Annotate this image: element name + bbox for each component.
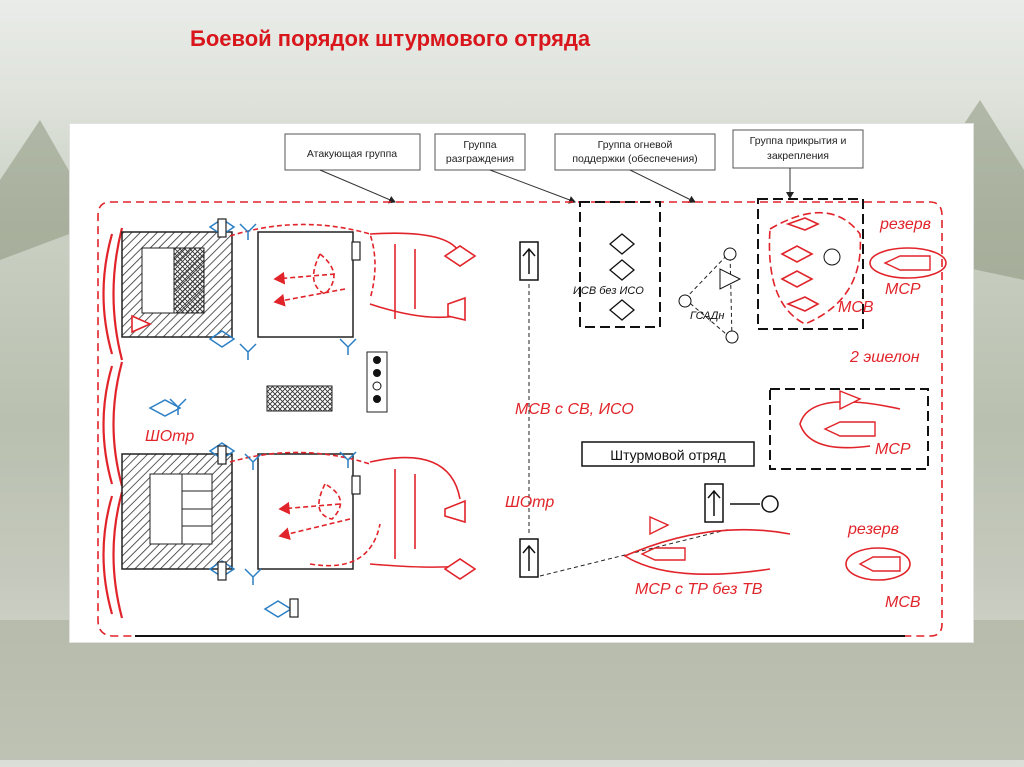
small-markers xyxy=(217,218,361,618)
label-rezerv-bottom: резерв xyxy=(847,521,899,538)
bottom-building xyxy=(121,453,354,570)
label-gsadn: ГСАДн xyxy=(690,310,724,322)
signal-column xyxy=(366,351,388,413)
label-msv-top: МСВ xyxy=(838,299,874,316)
group-leader-lines xyxy=(319,168,794,204)
diagram-panel: Атакующая группа Группа разграждения Гру… xyxy=(70,124,973,642)
label-shotr-left: ШОтр xyxy=(145,428,194,445)
group-box-attack: Атакующая группа xyxy=(284,133,421,171)
label-isv-bez-iso: ИСВ без ИСО xyxy=(573,285,644,297)
label-rezerv-top: резерв xyxy=(879,216,931,233)
svg-text:закрепления: закрепления xyxy=(767,150,829,162)
slide-title: Боевой порядок штурмового отряда xyxy=(190,26,591,51)
label-msr-s-tr: МСР с ТР без ТВ xyxy=(635,581,763,598)
assault-boundary xyxy=(97,201,943,637)
group-box-cover: Группа прикрытия и закрепления xyxy=(732,129,864,169)
svg-text:Группа: Группа xyxy=(463,139,496,151)
msr-tr-group: МСР с ТР без ТВ xyxy=(623,515,791,598)
unit-flags xyxy=(519,241,779,578)
svg-text:поддержки (обеспечения): поддержки (обеспечения) xyxy=(572,153,697,165)
artillery-group: ГСАДн xyxy=(678,247,742,344)
assault-unit-box: Штурмовой отряд xyxy=(581,441,755,467)
msr-middle-group: МСР xyxy=(769,388,929,470)
svg-text:Группа огневой: Группа огневой xyxy=(598,139,673,151)
label-second-echelon: 2 эшелон xyxy=(849,349,920,366)
reserve-msv-bottom: резерв МСВ xyxy=(845,521,921,611)
group-box-attack-label: Атакующая группа xyxy=(307,148,397,160)
label-msr-top: МСР xyxy=(885,281,921,298)
cover-group: МСВ xyxy=(757,198,874,330)
clearing-group: ИСВ без ИСО xyxy=(573,201,661,328)
obstacle xyxy=(266,385,333,412)
background-forest xyxy=(0,100,1024,760)
forward-vehicles xyxy=(443,245,477,580)
command-links xyxy=(528,284,731,577)
maneuver-arrows xyxy=(229,223,381,567)
label-msv-s-sv-iso: МСВ с СВ, ИСО xyxy=(515,401,634,418)
assault-unit-diagram: Атакующая группа Группа разграждения Гру… xyxy=(97,129,947,637)
front-arcs xyxy=(102,227,124,619)
label-msv-bottom: МСВ xyxy=(885,594,921,611)
label-assault-unit: Штурмовой отряд xyxy=(610,447,726,463)
group-box-clearing: Группа разграждения xyxy=(434,133,526,171)
group-box-fire-support: Группа огневой поддержки (обеспечения) xyxy=(554,133,716,171)
label-shotr-center: ШОтр xyxy=(505,494,554,511)
svg-text:разграждения: разграждения xyxy=(446,153,514,165)
svg-text:Группа прикрытия и: Группа прикрытия и xyxy=(750,135,847,147)
reserve-msr-top: резерв МСР xyxy=(869,216,947,298)
label-msr-middle: МСР xyxy=(875,441,911,458)
top-building xyxy=(121,231,354,338)
